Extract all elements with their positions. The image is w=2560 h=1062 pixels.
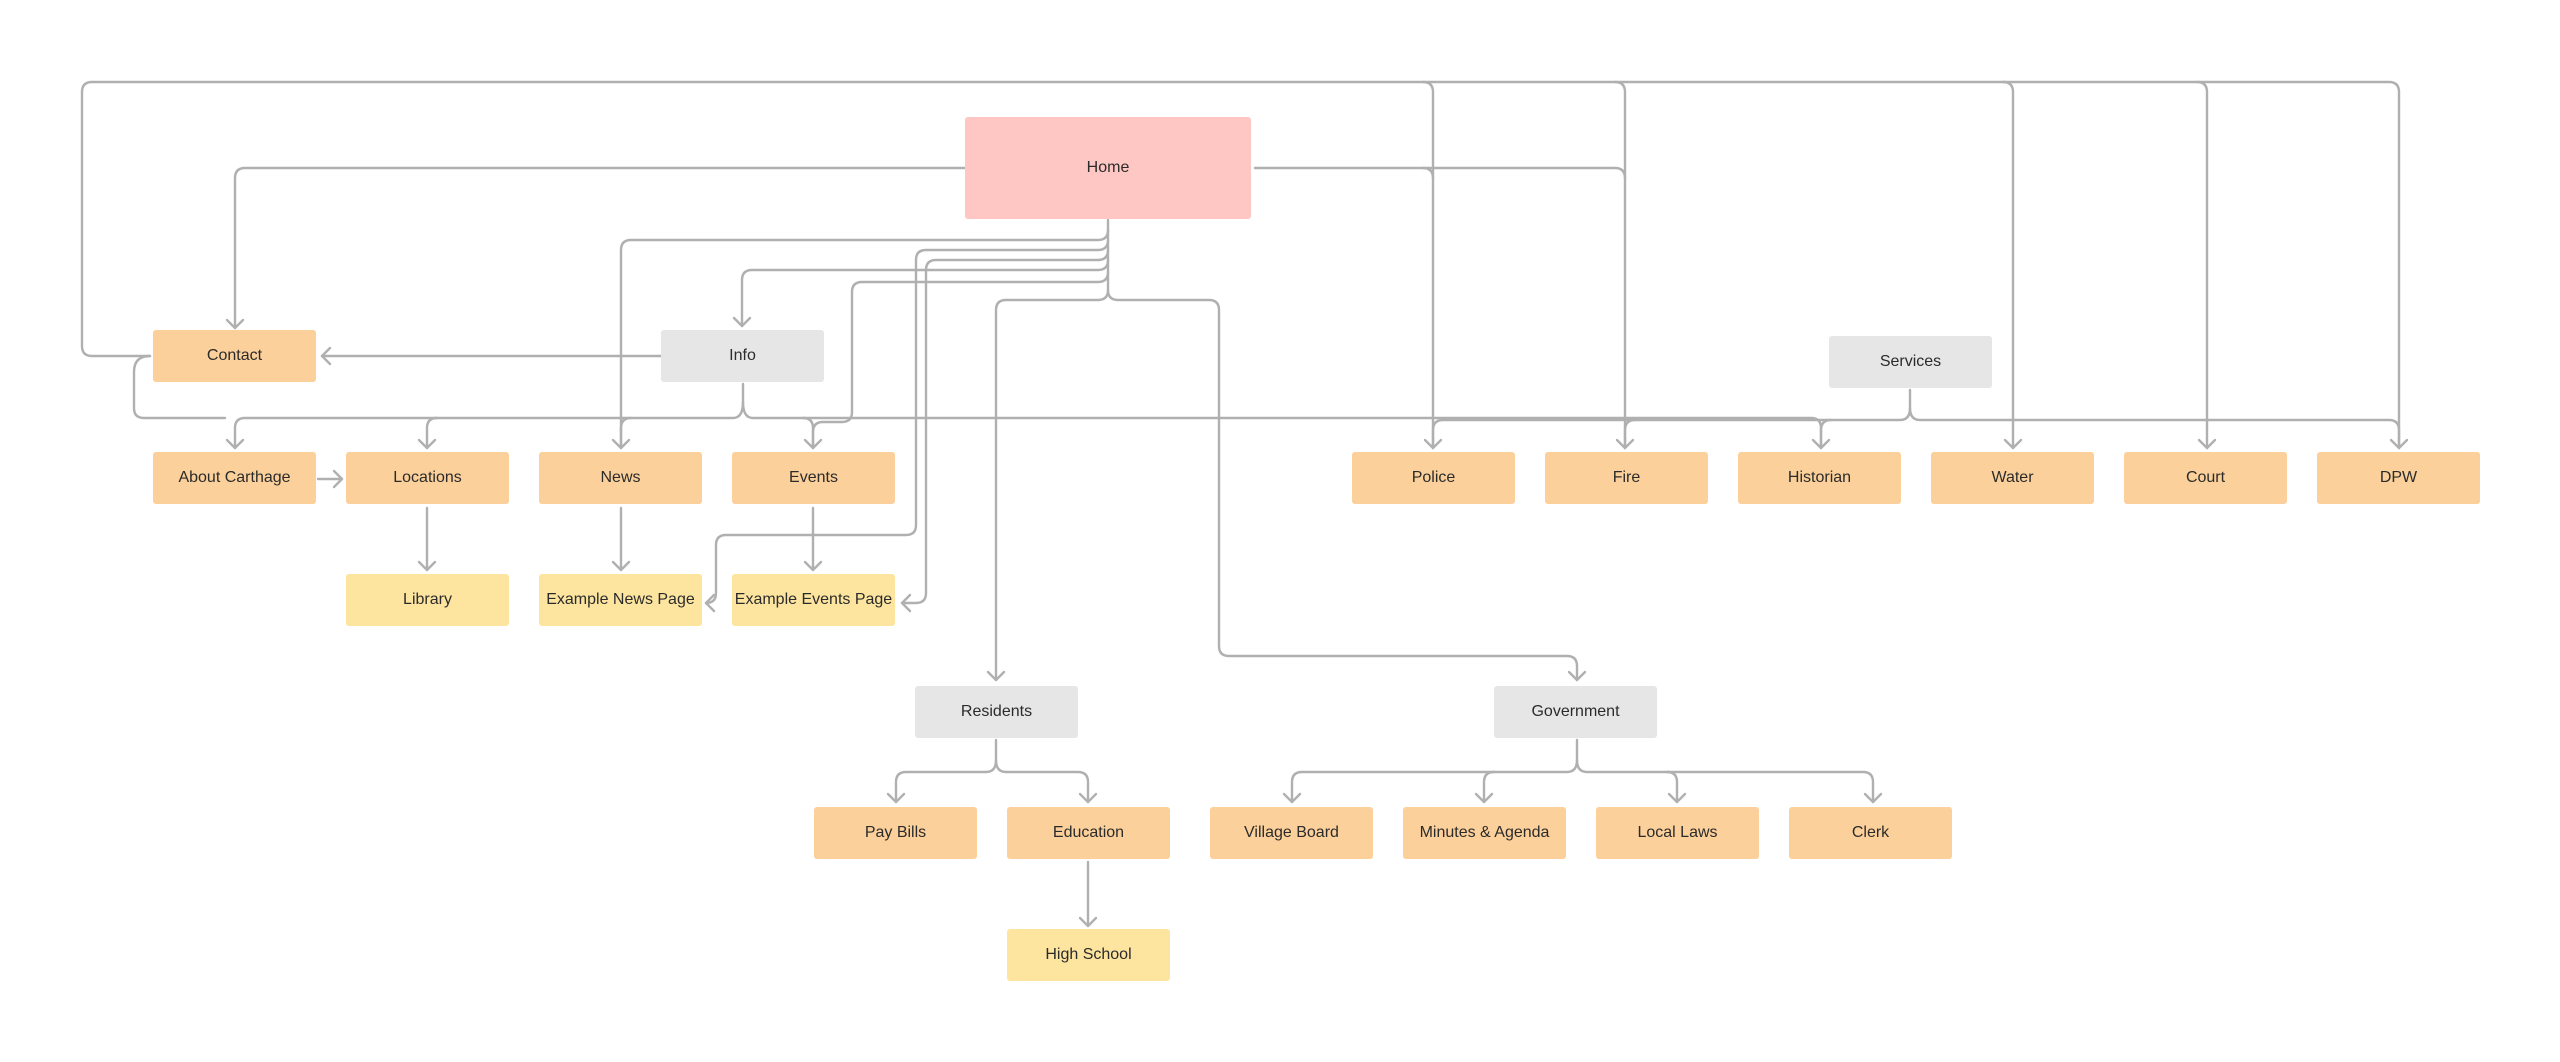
arrowhead	[900, 593, 912, 613]
arrowhead	[225, 318, 245, 330]
arrowhead	[225, 438, 245, 450]
arrowhead	[1863, 792, 1883, 804]
node-fire[interactable]: Fire	[1545, 452, 1708, 504]
arrowhead	[803, 438, 823, 450]
node-library[interactable]: Library	[346, 574, 509, 626]
arrowhead	[1078, 916, 1098, 928]
connector-bus-locations	[425, 416, 439, 450]
arrowhead	[1282, 792, 1302, 804]
arrowhead	[704, 593, 716, 613]
arrowhead	[1567, 670, 1587, 682]
connector-top-fire	[1613, 80, 1627, 180]
connector-services-right	[1908, 406, 2401, 450]
connector-home-news	[619, 228, 1110, 450]
node-residents[interactable]: Residents	[915, 686, 1078, 738]
node-example-news-page[interactable]: Example News Page	[539, 574, 702, 626]
node-village-board[interactable]: Village Board	[1210, 807, 1373, 859]
arrowhead	[986, 670, 1006, 682]
arrowhead	[2197, 438, 2217, 450]
connector-residents-education	[994, 758, 1090, 804]
arrowhead	[611, 560, 631, 572]
connector-government-fan	[1290, 738, 1579, 804]
node-info[interactable]: Info	[661, 330, 824, 382]
connector-home-police-fire	[1253, 166, 1627, 450]
node-home[interactable]: Home	[965, 117, 1251, 219]
connector-top-police	[1421, 80, 1435, 180]
connector-government-minutes	[1482, 770, 1496, 804]
node-events[interactable]: Events	[732, 452, 895, 504]
node-local-laws[interactable]: Local Laws	[1596, 807, 1759, 859]
node-historian[interactable]: Historian	[1738, 452, 1901, 504]
node-about-carthage[interactable]: About Carthage	[153, 452, 316, 504]
connector-home-example-news	[704, 238, 1110, 605]
node-government[interactable]: Government	[1494, 686, 1657, 738]
arrowhead	[611, 438, 631, 450]
connector-contact-loop	[132, 354, 227, 420]
arrowhead	[1811, 438, 1831, 450]
connector-services-fire	[1623, 418, 1637, 450]
node-high-school[interactable]: High School	[1007, 929, 1170, 981]
arrowhead	[1615, 438, 1635, 450]
node-court[interactable]: Court	[2124, 452, 2287, 504]
connector-home-info	[740, 258, 1110, 328]
node-education[interactable]: Education	[1007, 807, 1170, 859]
connector-home-residents	[994, 288, 1110, 682]
arrowhead	[732, 316, 752, 328]
connector-bus-events	[741, 400, 1823, 450]
connector-top-court	[2195, 80, 2209, 450]
arrowhead	[803, 560, 823, 572]
arrowhead	[1078, 792, 1098, 804]
connector-residents-fan	[894, 738, 998, 804]
connector-top-bus	[80, 80, 2401, 450]
node-minutes-agenda[interactable]: Minutes & Agenda	[1403, 807, 1566, 859]
node-example-events-page[interactable]: Example Events Page	[732, 574, 895, 626]
arrowhead	[886, 792, 906, 804]
connector-bus-news	[619, 416, 633, 450]
node-services[interactable]: Services	[1829, 336, 1992, 388]
node-news[interactable]: News	[539, 452, 702, 504]
node-pay-bills[interactable]: Pay Bills	[814, 807, 977, 859]
arrowhead	[417, 560, 437, 572]
connector-home-trunk	[1106, 218, 1579, 682]
node-police[interactable]: Police	[1352, 452, 1515, 504]
connector-info-bus	[233, 382, 745, 450]
arrowhead	[2003, 438, 2023, 450]
arrowhead	[320, 346, 332, 366]
arrowhead	[1667, 792, 1687, 804]
connector-bus-events-drop	[801, 416, 815, 450]
connector-services-bus	[1431, 388, 1912, 450]
connector-home-example-events	[900, 248, 1110, 605]
arrowhead	[332, 469, 344, 489]
connector-home-police	[1421, 166, 1435, 450]
connector-government-laws	[1665, 770, 1679, 804]
arrowhead	[2389, 438, 2409, 450]
arrowhead	[1423, 438, 1443, 450]
connector-government-right	[1575, 758, 1875, 804]
connector-home-contact	[233, 166, 967, 330]
arrowhead	[417, 438, 437, 450]
node-clerk[interactable]: Clerk	[1789, 807, 1952, 859]
connector-services-historian	[1819, 418, 1833, 450]
node-dpw[interactable]: DPW	[2317, 452, 2480, 504]
node-water[interactable]: Water	[1931, 452, 2094, 504]
connector-home-events	[811, 270, 1110, 450]
arrowhead	[1474, 792, 1494, 804]
connector-top-water	[2001, 80, 2015, 450]
node-locations[interactable]: Locations	[346, 452, 509, 504]
node-contact[interactable]: Contact	[153, 330, 316, 382]
